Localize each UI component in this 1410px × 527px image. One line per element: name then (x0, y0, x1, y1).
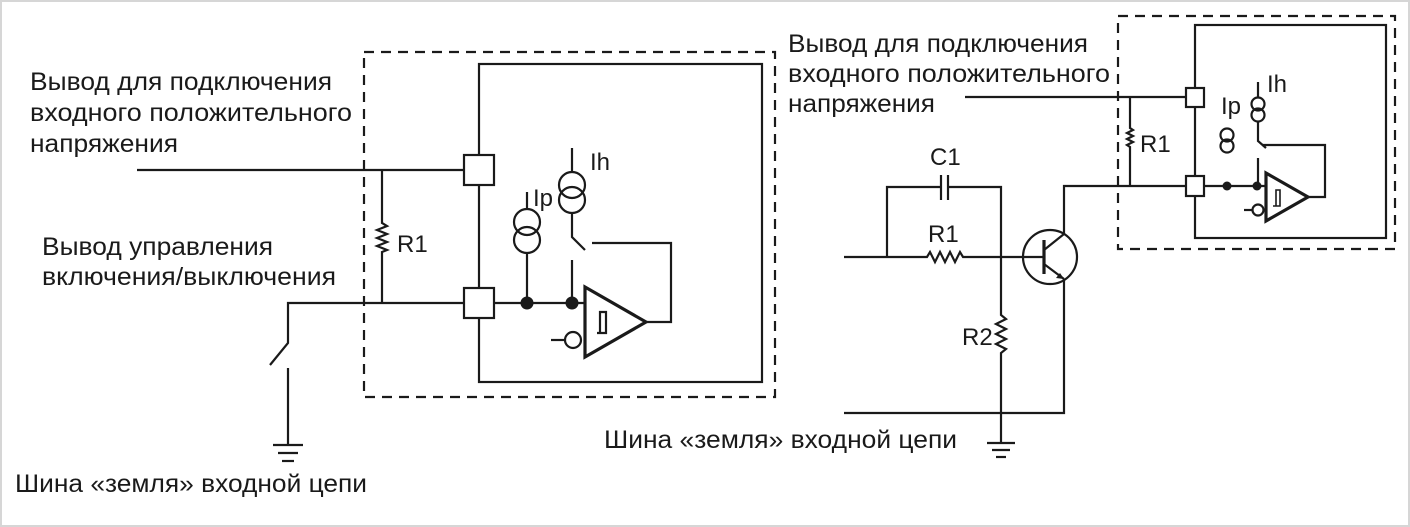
left-control-wire-switch (269, 301, 464, 366)
right-ground-label: Шина «земля» входной цепи (604, 426, 957, 454)
left-hysteresis-switch (570, 213, 586, 251)
right-c1-capacitor-icon (939, 175, 950, 200)
right-input-label-line1: Вывод для подключения (788, 30, 1088, 58)
right-r1-internal-resistor (1124, 97, 1136, 186)
left-pin-control (462, 286, 496, 320)
right-module-boundary (1116, 14, 1397, 251)
left-ih-current-source-icon (557, 170, 587, 215)
right-r1-base-label: R1 (928, 221, 959, 248)
left-input-label-line3: напряжения (30, 130, 178, 158)
left-input-label-line1: Вывод для подключения (30, 68, 332, 96)
left-feedback-wire (592, 241, 673, 324)
right-pin-vin (1184, 86, 1206, 109)
left-r1-label: R1 (397, 231, 428, 258)
right-r1-base-resistor (844, 249, 1044, 265)
left-module-boundary (362, 50, 777, 399)
left-control-label-line1: Вывод управления (42, 233, 273, 261)
left-schmitt-comparator-icon (551, 284, 650, 360)
right-c1-label: C1 (930, 144, 961, 171)
right-ih-label: Ih (1267, 71, 1287, 98)
right-r1-internal-label: R1 (1140, 131, 1171, 158)
right-ip-label: Ip (1221, 93, 1241, 120)
left-ih-label: Ih (590, 149, 610, 176)
right-r2-label: R2 (962, 324, 993, 351)
right-c1-r2-network (885, 185, 1009, 443)
right-junction-dot (1222, 181, 1232, 191)
right-collector-wire (1062, 184, 1186, 234)
left-control-label-line2: включения/выключения (42, 263, 336, 291)
right-schmitt-comparator-icon (1244, 170, 1312, 224)
left-r1-resistor (374, 170, 390, 303)
right-input-label-line3: напряжения (788, 90, 935, 118)
left-chip-body (477, 62, 764, 384)
right-ip-current-source-icon (1219, 127, 1235, 154)
left-circuit: Вывод для подключения входного положител… (15, 50, 777, 498)
right-feedback-wire (1262, 143, 1327, 199)
left-ip-current-source-icon (512, 207, 542, 255)
left-ip-label: Ip (533, 185, 553, 212)
right-ground-icon (987, 441, 1015, 459)
right-pin-control (1184, 174, 1206, 198)
right-chip-body (1193, 23, 1388, 240)
left-ground-icon (273, 443, 303, 463)
left-input-label-line2: входного положительного (30, 99, 352, 127)
left-pin-vin (462, 153, 496, 187)
right-input-label-line2: входного положительного (788, 60, 1110, 88)
right-npn-transistor-icon (1021, 228, 1079, 286)
left-ground-label: Шина «земля» входной цепи (15, 470, 367, 498)
right-circuit: Вывод для подключения входного положител… (604, 14, 1397, 459)
right-ground-bus-wire (844, 279, 1066, 415)
right-ih-current-source-icon (1250, 96, 1266, 123)
